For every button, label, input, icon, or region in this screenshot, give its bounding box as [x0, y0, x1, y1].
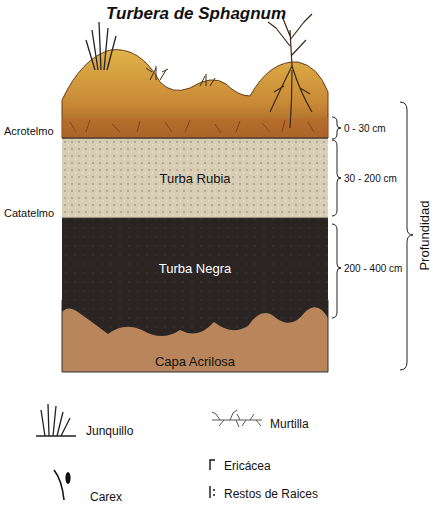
soil-layer-band: Turba Rubia — [62, 140, 328, 216]
legend-text: Junquillo — [86, 424, 133, 438]
soil-layer-band: Turba Negra — [62, 222, 328, 314]
depth-range: 30 - 200 cm — [344, 173, 397, 184]
diagram-title: Turbera de Sphagnum — [106, 4, 286, 24]
zone-label: Acrotelmo — [4, 125, 54, 137]
depth-range: 200 - 400 cm — [344, 263, 402, 274]
legend-text: Murtilla — [270, 417, 309, 431]
zone-label: Catatelmo — [4, 207, 54, 219]
axis-label: Profundidad — [417, 200, 432, 270]
layer-label: Turba Negra — [159, 261, 232, 276]
layer-label: Capa Acrilosa — [155, 354, 235, 369]
legend-text: Carex — [90, 490, 122, 504]
layer-label: Turba Rubia — [159, 171, 230, 186]
soil-layer-band: Capa Acrilosa — [62, 350, 328, 372]
legend-text: Restos de Raices — [224, 487, 318, 501]
legend-text: Ericácea — [224, 459, 271, 473]
depth-range: 0 - 30 cm — [344, 123, 386, 134]
